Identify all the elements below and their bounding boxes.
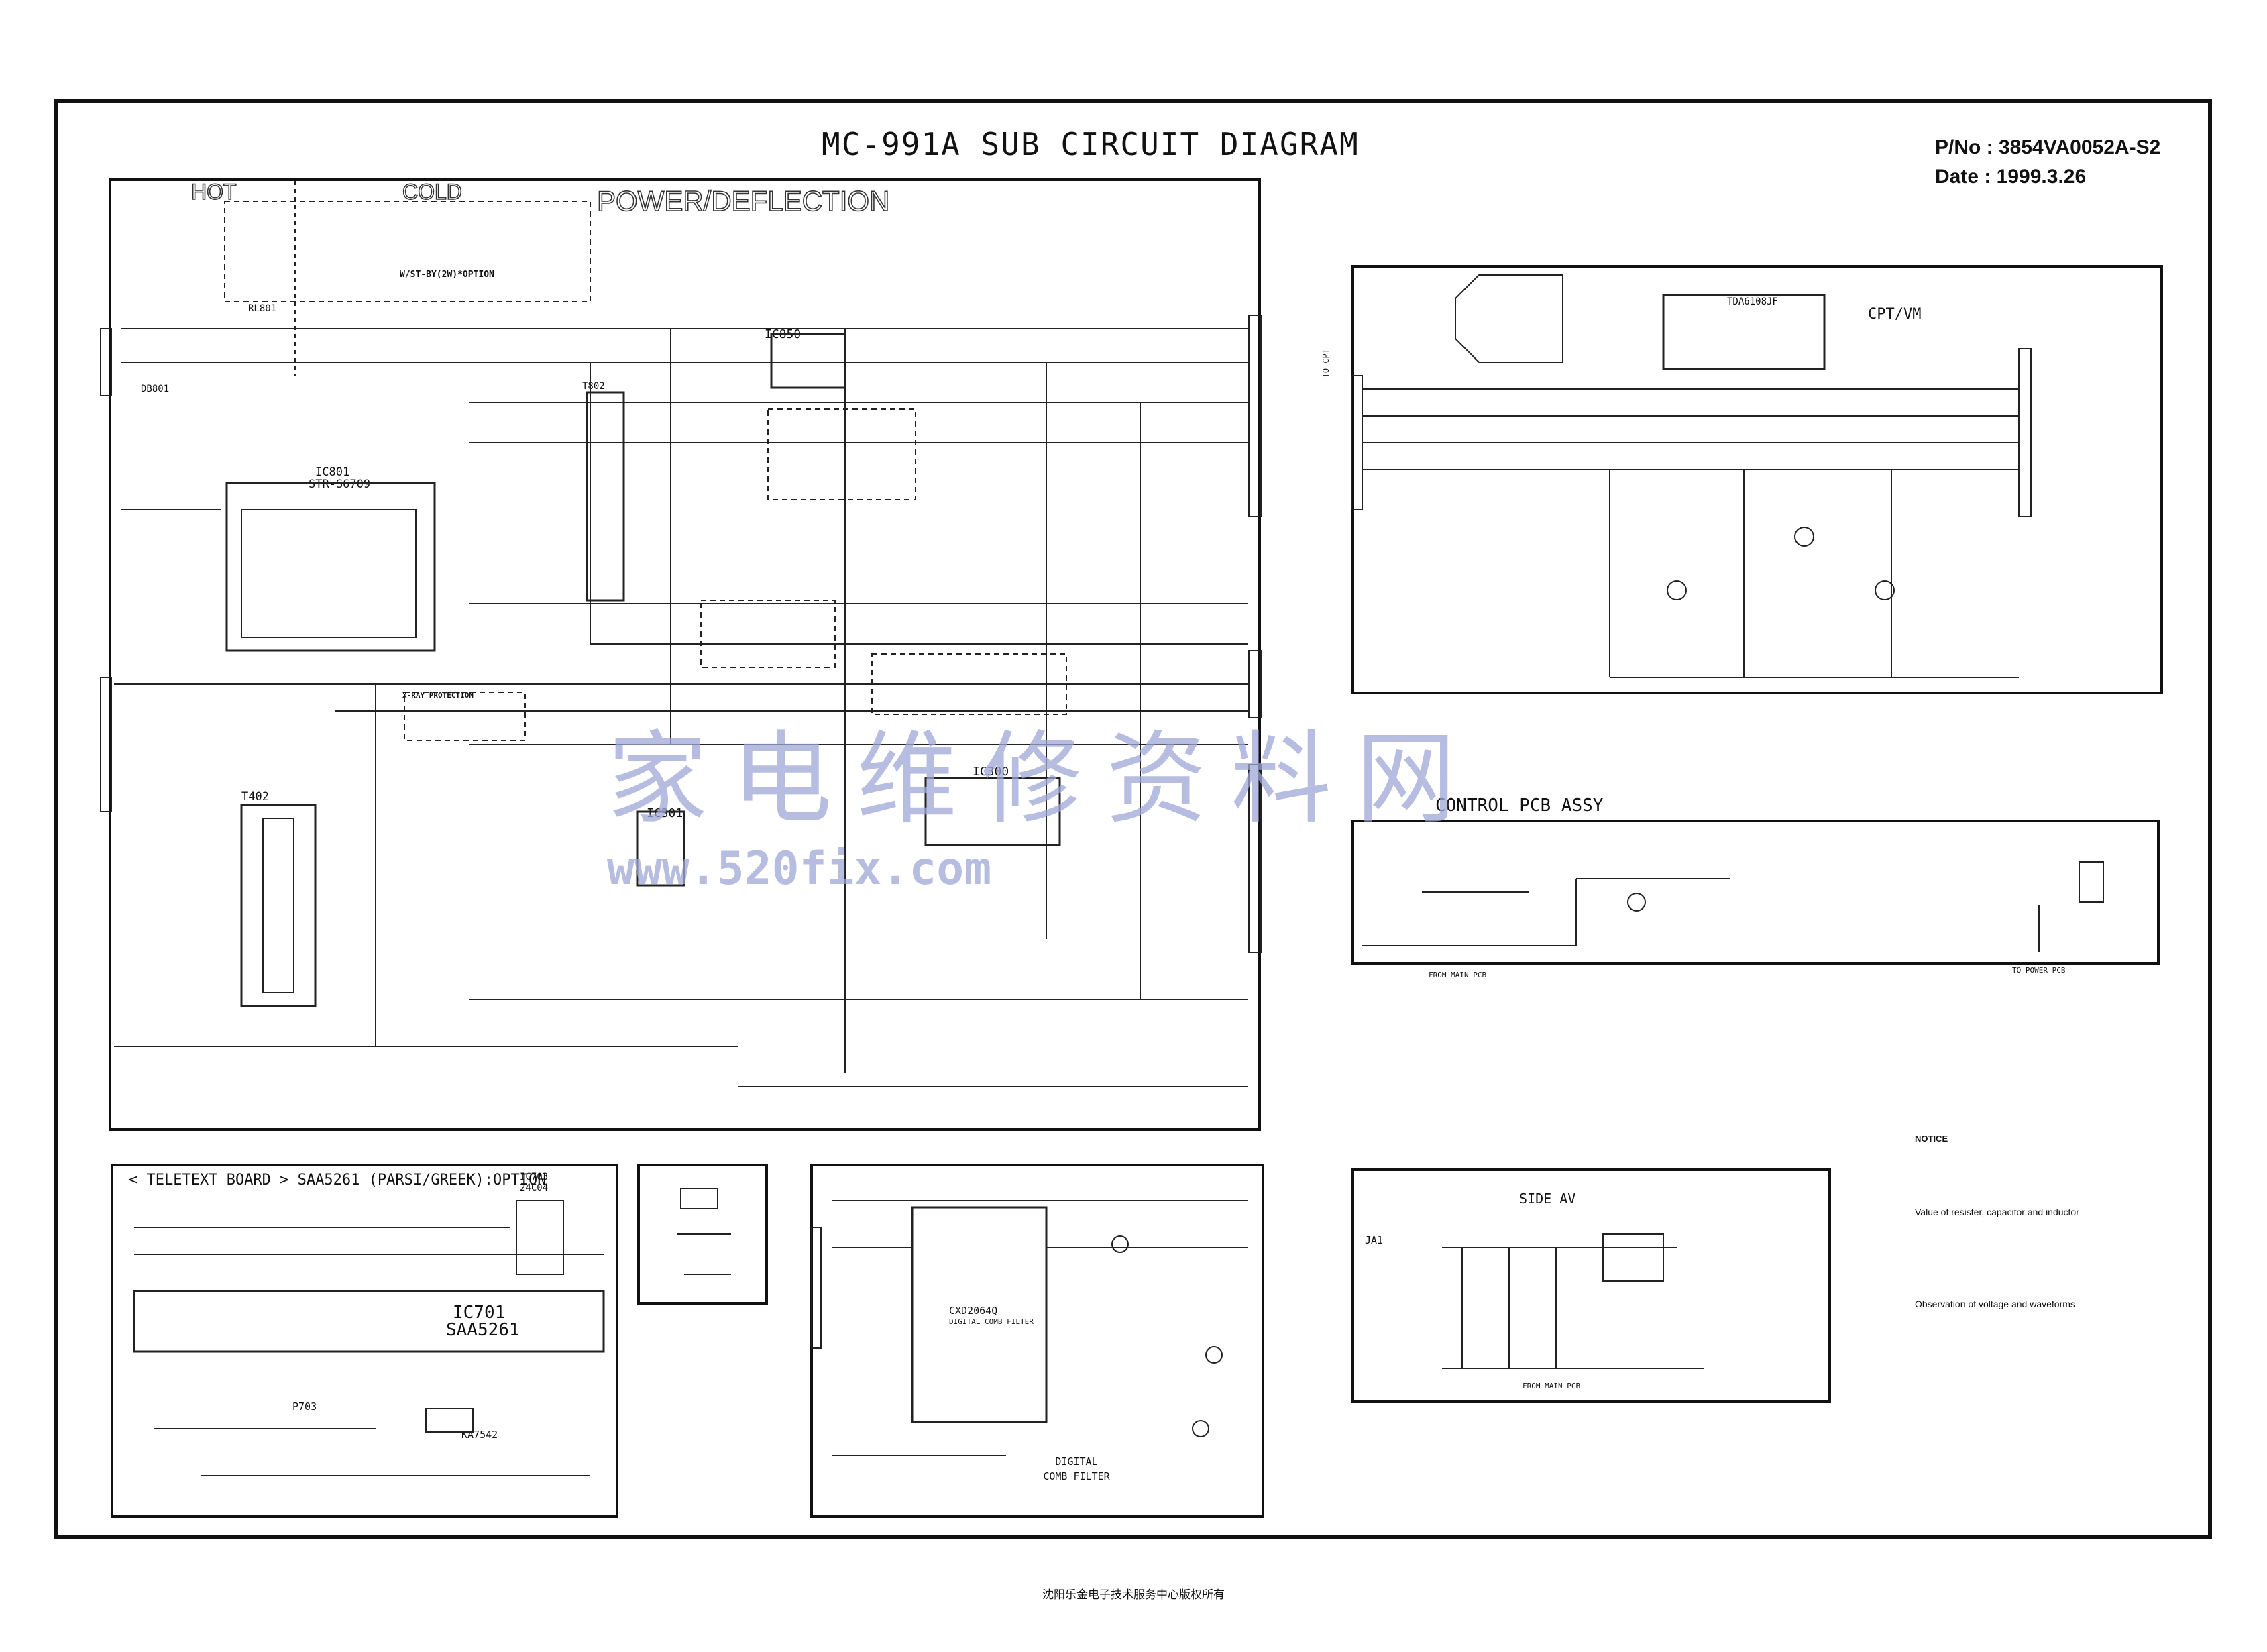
side-av-panel [1351, 1168, 1831, 1403]
tda6108-label: TDA6108JF [1727, 296, 1778, 307]
hot-label: HOT [190, 179, 237, 205]
notice-heading: NOTICE [1915, 1134, 1948, 1144]
notice-voltage-heading: Observation of voltage and waveforms [1915, 1299, 2075, 1309]
cpt-vm-panel [1351, 265, 2163, 694]
ic703-type: 24C04 [520, 1182, 549, 1193]
ic801-label: IC801 [315, 465, 350, 479]
cxd2064q-desc: DIGITAL COMB FILTER [949, 1317, 1034, 1326]
part-number: P/No : 3854VA0052A-S2 [1935, 136, 2161, 158]
ka7542-label: KA7542 [461, 1429, 498, 1441]
ic801-type: STR-S6709 [309, 478, 371, 491]
p703-label: P703 [292, 1400, 317, 1413]
ic701-type: SAA5261 [446, 1320, 520, 1340]
ja1-label: JA1 [1365, 1234, 1384, 1246]
db801-label: DB801 [141, 384, 170, 394]
xray-protection-label: X-RAY PROTECTION [402, 691, 474, 700]
rl801-label: RL801 [248, 303, 277, 314]
watermark-cn: 家电维修资料网 [607, 721, 1481, 838]
t802-label: T802 [582, 381, 605, 392]
part-info: P/No : 3854VA0052A-S2 Date : 1999.3.26 [1935, 133, 2160, 192]
ic850-label: IC850 [765, 327, 801, 341]
ic703-label: IC703 [520, 1172, 549, 1182]
cold-label: COLD [402, 179, 463, 205]
control-pcb-title: CONTROL PCB ASSY [1435, 795, 1604, 816]
comb-filter-title: DIGITAL COMB_FILTER [1043, 1455, 1110, 1482]
copyright-footer: 沈阳乐金电子技术服务中心版权所有 [1042, 1588, 1225, 1602]
revision-date: Date : 1999.3.26 [1935, 166, 2087, 188]
t402-label: T402 [241, 790, 269, 804]
cpt-vm-title: CPT/VM [1868, 306, 1922, 323]
teletext-title: < TELETEXT BOARD > SAA5261 (PARSI/GREEK)… [129, 1172, 547, 1189]
drawing-frame [54, 99, 2212, 1539]
side-av-title: SIDE AV [1519, 1191, 1576, 1207]
control-to-power: TO POWER PCB [2012, 966, 2066, 975]
standby-option-label: W/ST-BY(2W)*OPTION [400, 270, 494, 280]
side-av-from-main: FROM MAIN PCB [1523, 1382, 1581, 1390]
control-from-main: FROM MAIN PCB [1429, 971, 1487, 979]
teletext-panel [111, 1164, 618, 1518]
diagram-title: MC-991A SUB CIRCUIT DIAGRAM [822, 126, 1360, 162]
to-cpt-label: TO CPT [1321, 349, 1331, 378]
ic300-label: IC300 [973, 765, 1009, 779]
power-deflection-title: POWER/DEFLECTION [596, 184, 890, 217]
power-deflection-panel [109, 178, 1261, 1131]
notice-values-heading: Value of resister, capacitor and inducto… [1915, 1207, 2079, 1217]
connector-panel [637, 1164, 768, 1305]
watermark-url: www.520fix.com [607, 842, 992, 895]
notice-block: NOTICE Value of resister, capacitor and … [1915, 1134, 2190, 1309]
cxd2064q-label: CXD2064Q [949, 1305, 998, 1317]
